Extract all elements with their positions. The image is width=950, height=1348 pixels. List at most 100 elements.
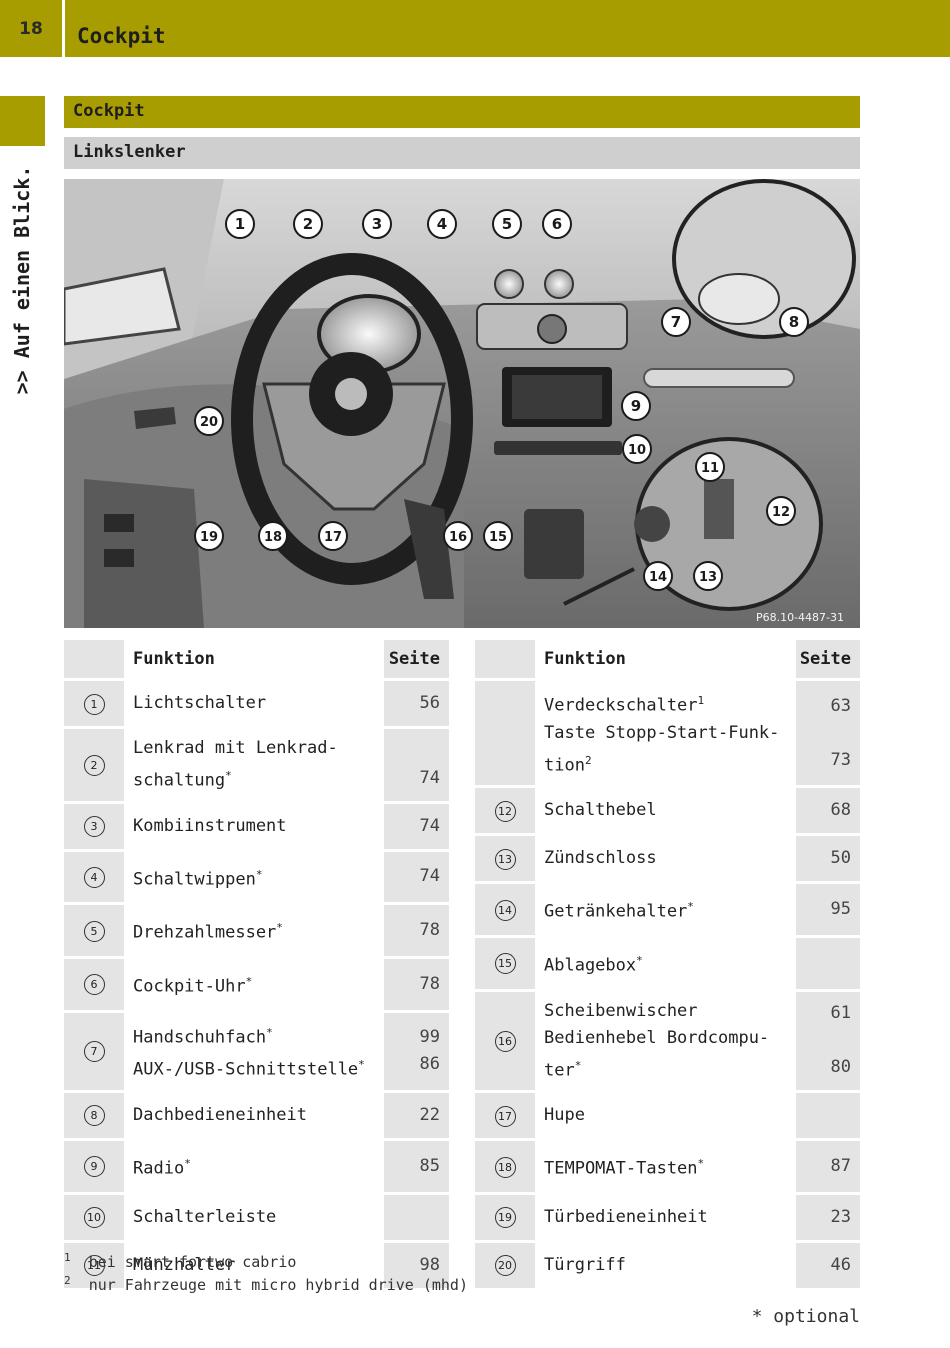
- callout-label: 20: [200, 415, 218, 430]
- callout-9: 9: [621, 391, 651, 421]
- optional-marker: *: [697, 1157, 705, 1171]
- function-cell: Kombiinstrument: [124, 802, 384, 852]
- page-cell: 23: [795, 1193, 860, 1243]
- callout-label: 3: [372, 215, 382, 233]
- function-cell: Schalterleiste: [124, 1193, 384, 1243]
- footnote-mark: 1: [64, 1251, 71, 1264]
- page-number-value: [796, 1102, 851, 1129]
- callout-label: 15: [489, 530, 507, 545]
- optional-marker: *: [636, 953, 643, 967]
- optional-note: * optional: [751, 1306, 860, 1327]
- item-number-badge: 20: [494, 1255, 516, 1277]
- function-text: TEMPOMAT-Tasten*: [544, 1157, 705, 1179]
- table-header-row: Funktion Seite: [64, 640, 449, 681]
- function-text: Bedienhebel Bordcompu-: [544, 1027, 770, 1048]
- page-number: 18: [19, 18, 43, 39]
- page-cell: 74: [384, 802, 449, 852]
- function-cell: Schalthebel: [535, 786, 796, 837]
- page-cell: 74: [384, 727, 449, 804]
- page-number-value: 85: [419, 1155, 440, 1176]
- page-number-value: 46: [830, 1254, 851, 1275]
- item-number-cell: 17: [475, 1091, 535, 1142]
- function-cell: Radio*: [124, 1139, 384, 1195]
- function-cell: Lichtschalter: [124, 679, 384, 729]
- function-text: Zündschloss: [544, 848, 657, 869]
- item-number-badge: 2: [83, 754, 105, 776]
- callout-label: 1: [235, 215, 245, 233]
- header-function: Funktion: [535, 640, 796, 681]
- section-title-bar: Cockpit: [64, 96, 860, 128]
- function-text: Cockpit-Uhr*: [133, 974, 253, 997]
- item-number-badge: 3: [83, 816, 105, 838]
- function-cell: Cockpit-Uhr*: [124, 957, 384, 1013]
- function-text: Radio*: [133, 1156, 191, 1179]
- callout-5: 5: [492, 209, 522, 239]
- function-cell: Schaltwippen*: [124, 850, 384, 906]
- optional-marker: *: [184, 1156, 191, 1170]
- page-number-value: 80: [830, 1057, 851, 1078]
- function-cell: Getränkehalter*: [535, 882, 796, 938]
- function-cell: Zündschloss: [535, 834, 796, 885]
- function-cell: Münzhalter: [124, 1241, 384, 1291]
- side-tab-marker: [0, 96, 45, 146]
- subsection-title: Linkslenker: [73, 142, 186, 162]
- function-text: Dachbedieneinheit: [133, 1104, 307, 1125]
- callout-14: 14: [643, 561, 673, 591]
- item-number-cell: 11: [64, 1241, 124, 1291]
- callout-label: 12: [772, 505, 790, 520]
- callout-19: 19: [194, 521, 224, 551]
- callout-label: 14: [649, 570, 667, 585]
- function-cell: Ablagebox*: [535, 936, 796, 992]
- item-number-badge: 18: [494, 1156, 516, 1178]
- footnote-text: bei smart fortwo cabrio: [88, 1253, 297, 1271]
- item-number-cell: 13: [475, 834, 535, 885]
- page-number-value: 73: [830, 749, 851, 770]
- optional-marker: *: [276, 921, 283, 935]
- function-text: tion2: [544, 753, 592, 776]
- header-divider: [62, 0, 65, 57]
- item-number-cell: 2: [64, 727, 124, 804]
- function-text: Taste Stopp-Start-Funk-: [544, 722, 780, 743]
- callout-18: 18: [258, 521, 288, 551]
- footnote-text: nur Fahrzeuge mit micro hybrid drive (mh…: [88, 1276, 468, 1294]
- page-cell: 87: [795, 1139, 860, 1195]
- function-text: Getränkehalter*: [544, 900, 694, 922]
- page-number-value: 95: [830, 899, 851, 920]
- optional-marker: *: [358, 1058, 365, 1072]
- page-number-value: 86: [419, 1054, 440, 1075]
- item-number-cell: 7: [64, 1011, 124, 1093]
- callout-label: 7: [671, 313, 681, 331]
- callout-7: 7: [661, 307, 691, 337]
- section-title: Cockpit: [73, 101, 145, 121]
- page-number-value: [384, 1204, 440, 1231]
- page-number-value: 56: [419, 693, 440, 713]
- page-header: 18 Cockpit: [0, 0, 950, 57]
- item-number-cell: 20: [475, 1241, 535, 1291]
- function-cell: Dachbedieneinheit: [124, 1091, 384, 1141]
- item-number-cell: 4: [64, 850, 124, 906]
- page-number-value: 74: [419, 767, 440, 788]
- callout-label: 13: [699, 570, 717, 585]
- header-page: Seite: [795, 640, 860, 681]
- footnote: 1 bei smart fortwo cabrio: [64, 1251, 296, 1271]
- optional-marker: *: [266, 1025, 273, 1039]
- function-text: Münzhalter: [133, 1254, 236, 1275]
- footnote-mark: 2: [64, 1274, 71, 1287]
- callout-13: 13: [693, 561, 723, 591]
- header-function: Funktion: [124, 640, 384, 681]
- item-number-badge: 1: [83, 693, 105, 715]
